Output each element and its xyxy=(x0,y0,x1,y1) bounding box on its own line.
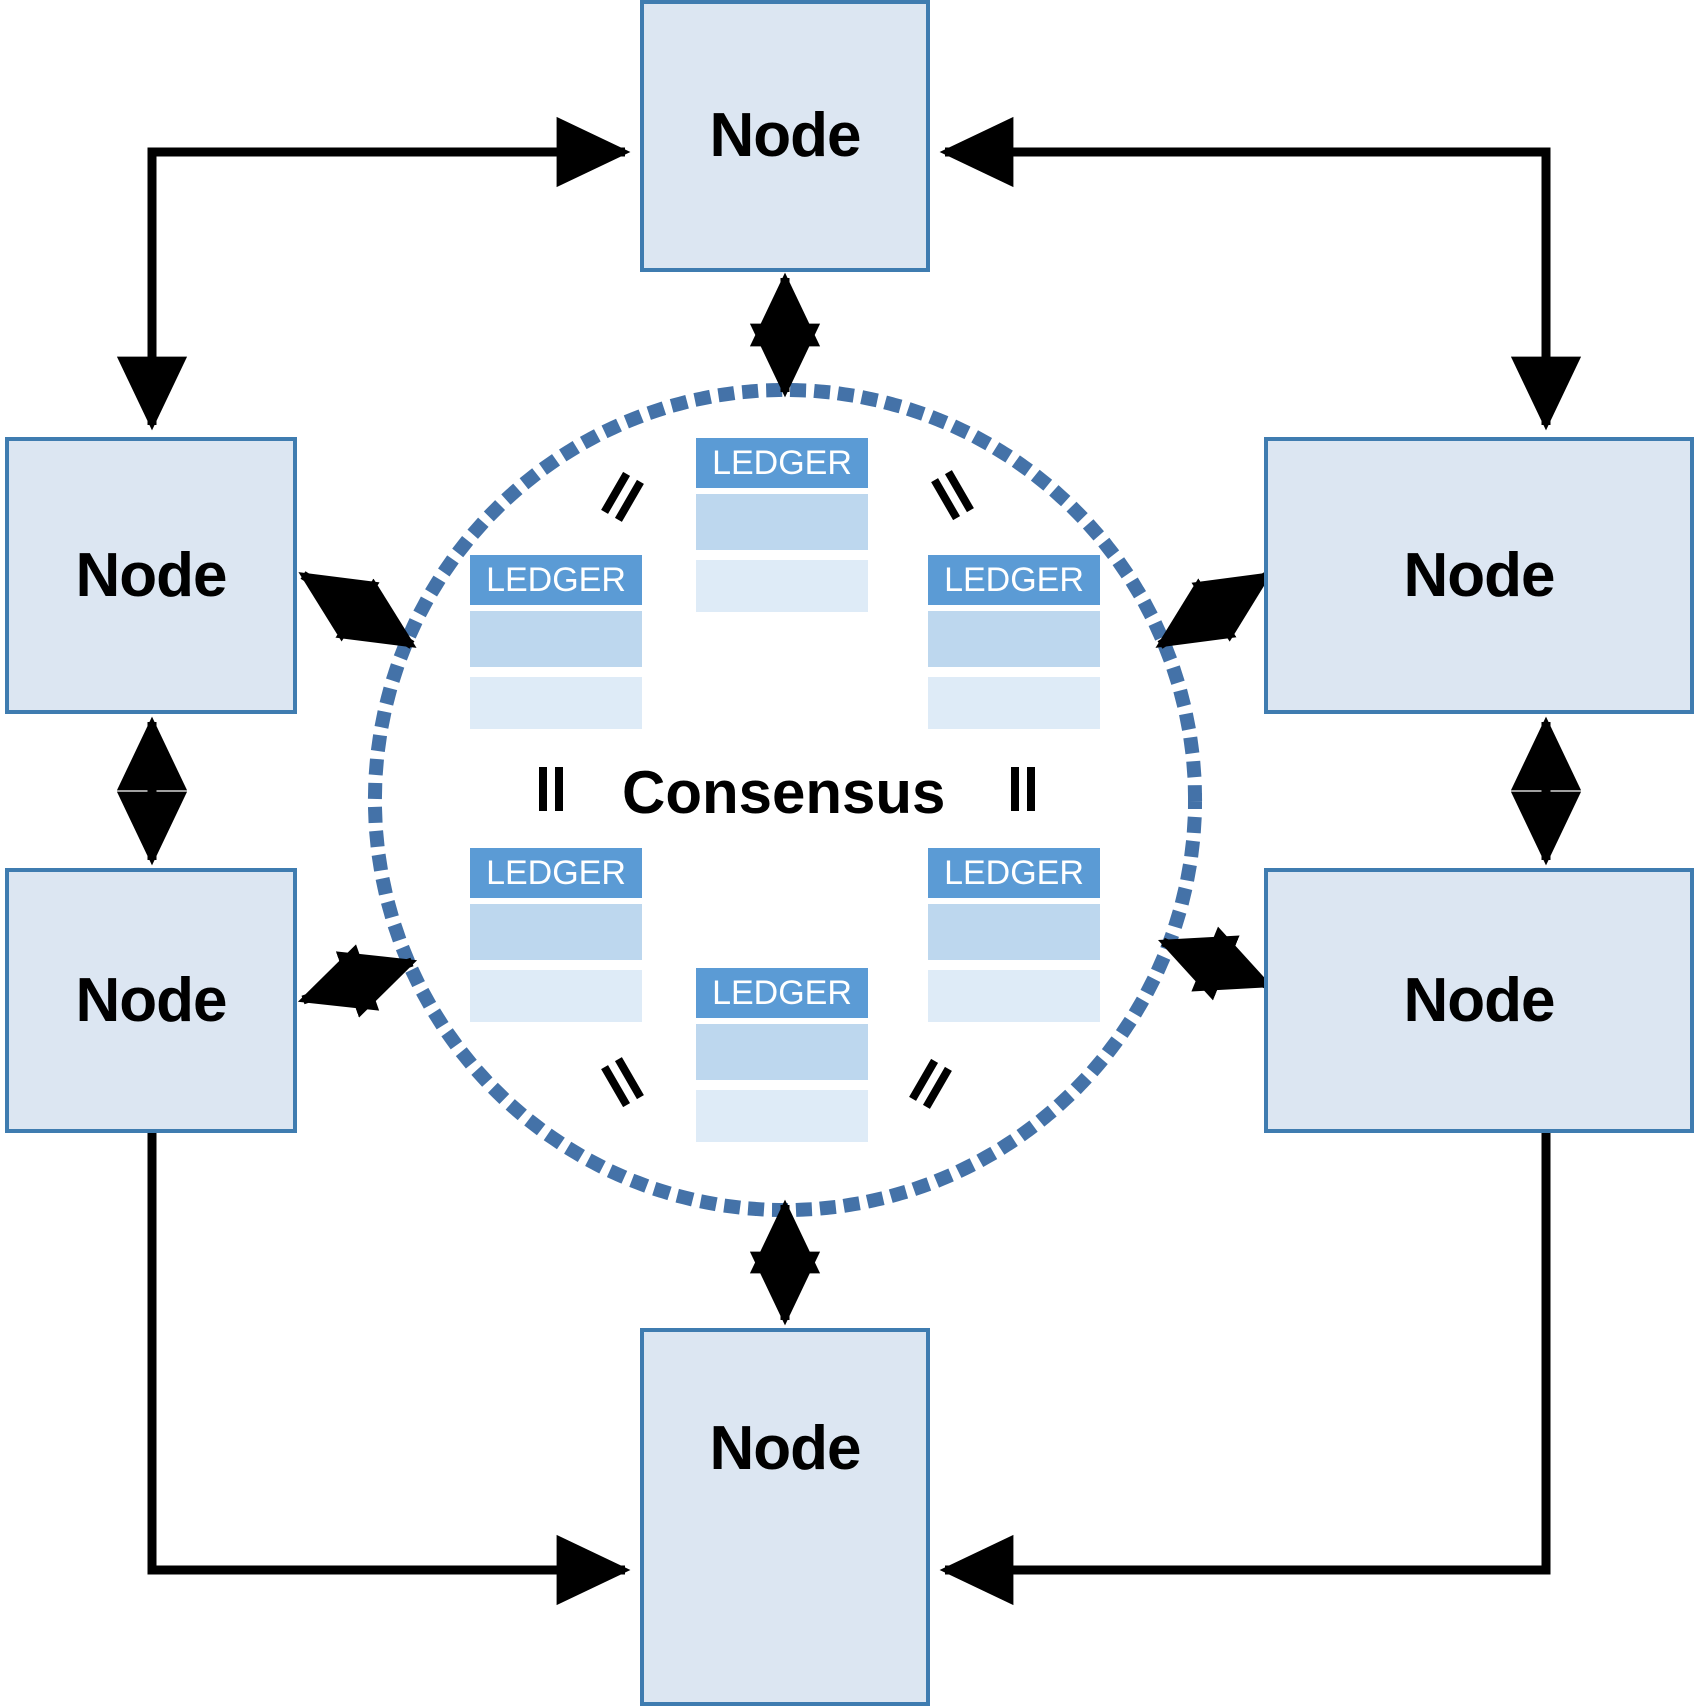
ledger-bottom-band-mid xyxy=(696,1024,868,1080)
ledger-upper-left-header: LEDGER xyxy=(470,555,642,605)
conn-topright-elbow xyxy=(939,116,1582,431)
node-left-lower-label: Node xyxy=(75,965,228,1035)
ledger-lower-right-band-mid xyxy=(928,904,1100,960)
ledger-top-band-low xyxy=(696,560,868,612)
ledger-bottom-header: LEDGER xyxy=(696,968,868,1018)
ledger-upper-right-band-mid xyxy=(928,611,1100,667)
equals-mid-right xyxy=(1005,765,1041,811)
ledger-top-header: LEDGER xyxy=(696,438,868,488)
ledger-upper-right-header: LEDGER xyxy=(928,555,1100,605)
consensus-label: Consensus xyxy=(622,759,946,826)
conn-left-upper-to-center xyxy=(298,571,417,649)
node-left-lower[interactable]: Node xyxy=(5,868,297,1133)
node-right-upper-label: Node xyxy=(1403,540,1556,610)
ledger-lower-left: LEDGER xyxy=(470,848,642,1022)
node-bottom[interactable]: Node xyxy=(640,1328,930,1706)
node-right-upper[interactable]: Node xyxy=(1264,437,1694,714)
ledger-top: LEDGER xyxy=(696,438,868,612)
ledger-top-band-mid xyxy=(696,494,868,550)
conn-bottomright-elbow xyxy=(939,1133,1551,1606)
equals-mid-left xyxy=(533,765,569,811)
conn-right-lower-to-center xyxy=(1158,926,1273,1001)
conn-bottomleft-elbow xyxy=(147,1133,631,1606)
conn-right-upper-to-center xyxy=(1155,571,1273,649)
node-left-upper-label: Node xyxy=(75,540,228,610)
node-right-lower-label: Node xyxy=(1403,965,1556,1035)
ledger-lower-right-band-low xyxy=(928,970,1100,1022)
ledger-upper-left: LEDGER xyxy=(470,555,642,729)
ledger-lower-left-band-low xyxy=(470,970,642,1022)
ledger-bottom-band-low xyxy=(696,1090,868,1142)
ledger-lower-left-band-mid xyxy=(470,904,642,960)
ledger-upper-right-band-low xyxy=(928,677,1100,729)
conn-left-lower-to-center xyxy=(297,944,418,1018)
ledger-lower-left-header: LEDGER xyxy=(470,848,642,898)
ledger-upper-right: LEDGER xyxy=(928,555,1100,729)
node-top[interactable]: Node xyxy=(640,0,930,272)
ledger-upper-left-band-mid xyxy=(470,611,642,667)
ledger-lower-right-header: LEDGER xyxy=(928,848,1100,898)
node-bottom-label: Node xyxy=(709,1414,862,1483)
ledger-upper-left-band-low xyxy=(470,677,642,729)
node-left-upper[interactable]: Node xyxy=(5,437,297,714)
node-top-label: Node xyxy=(709,101,862,170)
node-right-lower[interactable]: Node xyxy=(1264,868,1694,1133)
conn-topleft-elbow xyxy=(116,116,631,431)
ledger-lower-right: LEDGER xyxy=(928,848,1100,1022)
ledger-bottom: LEDGER xyxy=(696,968,868,1142)
